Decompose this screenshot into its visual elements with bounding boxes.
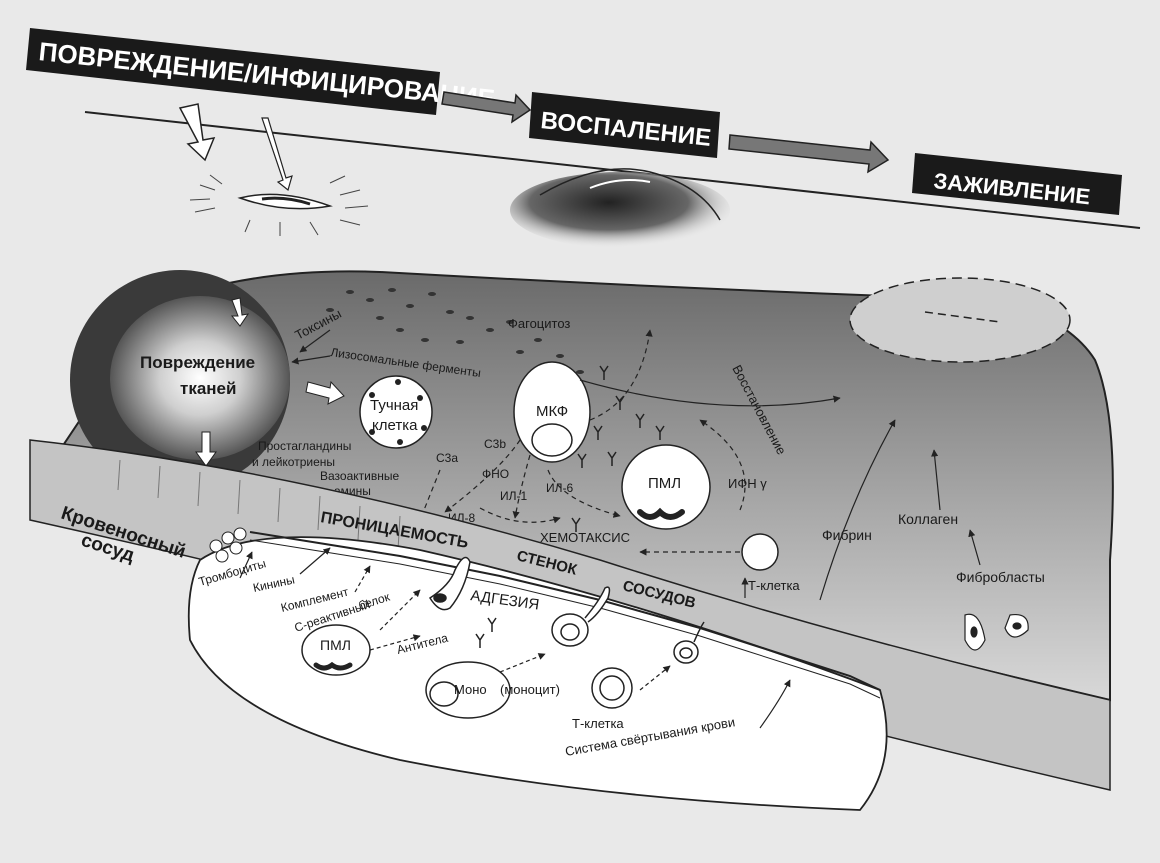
monocyte-cell: Моно (моноцит)	[425, 661, 560, 719]
signal-arrows	[419, 329, 746, 556]
emigrating-cells	[428, 556, 705, 664]
fibroblasts-label: Фибробласты	[956, 569, 1045, 585]
t-cell-blood: Т-клетка	[572, 667, 633, 731]
chemotaxis-label: ХЕМОТАКСИС	[540, 530, 630, 545]
arrow-to-inflammation	[441, 91, 532, 124]
mkf-cell: МКФ	[513, 361, 591, 463]
mast-cell-label-line2: клетка	[372, 417, 418, 434]
vessel-lumen	[187, 536, 888, 811]
il1-label: ИЛ-1	[500, 489, 527, 503]
t-cell-tissue: Т-клетка	[741, 533, 800, 593]
pml-blood-label: ПМЛ	[320, 637, 351, 653]
vessel-arrows	[239, 547, 791, 729]
mono-label: Моно	[454, 682, 487, 697]
il6-label: ИЛ-6	[546, 481, 573, 495]
t-cell-tissue-label: Т-клетка	[748, 578, 800, 593]
arrow-to-healing	[728, 134, 890, 174]
mast-cell-label-line1: Тучная	[370, 397, 418, 414]
antibody-icons-tissue	[571, 365, 665, 532]
inflammation-stage-banner: ВОСПАЛЕНИЕ	[529, 92, 720, 158]
mkf-label: МКФ	[536, 403, 568, 420]
tissue-damage-zone: Повреждение тканей	[70, 270, 290, 490]
prostaglandins-label-line2: и лейкотриены	[252, 455, 335, 469]
phagocytosis-label: Фагоцитоз	[508, 316, 570, 331]
antibody-icons-blood	[475, 617, 497, 648]
fibrin-label: Фибрин	[822, 527, 872, 543]
inflamed-bump-icon	[510, 168, 730, 248]
injury-stage-banner: ПОВРЕЖДЕНИЕ/ИНФИЦИРОВАНИЕ	[26, 28, 496, 115]
pml-cell-tissue: ПМЛ	[621, 444, 711, 530]
toxin-particles	[326, 288, 584, 374]
collagen-label: Коллаген	[898, 511, 958, 527]
tnf-label: ФНО	[482, 467, 509, 481]
vessel-wall-texture	[117, 459, 401, 551]
mast-cell: Тучная клетка	[359, 375, 433, 449]
pml-cell-blood: ПМЛ	[301, 624, 371, 676]
vasoactive-amines-label-line1: Вазоактивные	[320, 469, 399, 483]
healing-scar-outline	[849, 277, 1071, 363]
damage-arrows-icon	[195, 297, 345, 467]
ifn-label: ИФН γ	[728, 476, 767, 491]
c3a-label: C3a	[436, 451, 458, 465]
wound-icon	[189, 174, 369, 236]
prostaglandins-label-line1: Простагландины	[258, 439, 351, 453]
tissue-damage-label-line2: тканей	[180, 379, 236, 398]
pml-tissue-label: ПМЛ	[648, 475, 681, 492]
tissue-damage-label-line1: Повреждение	[140, 353, 255, 372]
vessel-wall-cells	[249, 531, 881, 699]
healing-stage-banner: ЗАЖИВЛЕНИЕ	[912, 153, 1122, 215]
monocyte-label: (моноцит)	[500, 682, 560, 697]
fibroblast-cells	[964, 613, 1029, 651]
endothelium-cells	[209, 527, 247, 563]
injury-arrow-icon	[178, 103, 293, 192]
c3b-label: C3b	[484, 437, 506, 451]
t-cell-blood-label: Т-клетка	[572, 716, 624, 731]
